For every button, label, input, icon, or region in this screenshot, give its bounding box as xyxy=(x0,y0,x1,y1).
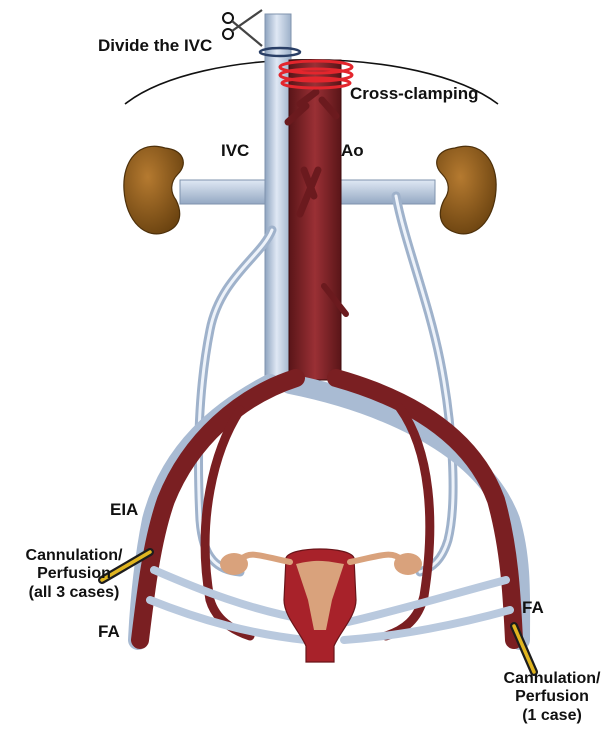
ivc-label: IVC xyxy=(221,141,249,161)
divide-ivc-label: Divide the IVC xyxy=(98,36,212,56)
right-cannulation-label: Cannulation/ Perfusion (1 case) xyxy=(492,670,612,725)
left-cannulation-line2: Perfusion xyxy=(4,565,144,583)
scissors-icon xyxy=(223,10,262,46)
left-iliac-artery xyxy=(140,378,296,640)
left-cannulation-line1: Cannulation/ xyxy=(4,547,144,565)
cross-clamping-label: Cross-clamping xyxy=(350,84,478,104)
right-cannulation-line3: (1 case) xyxy=(492,707,612,725)
left-kidney xyxy=(124,146,183,234)
left-cannulation-line3: (all 3 cases) xyxy=(4,584,144,602)
right-kidney xyxy=(437,146,496,234)
eia-label: EIA xyxy=(110,500,138,520)
left-cannulation-label: Cannulation/ Perfusion (all 3 cases) xyxy=(4,547,144,602)
right-cannulation-line2: Perfusion xyxy=(492,688,612,706)
right-gonadal-vein-hi xyxy=(396,196,453,572)
fa-right-label: FA xyxy=(522,598,544,618)
ao-label: Ao xyxy=(341,141,364,161)
right-cannulation-line1: Cannulation/ xyxy=(492,670,612,688)
fa-left-label: FA xyxy=(98,622,120,642)
